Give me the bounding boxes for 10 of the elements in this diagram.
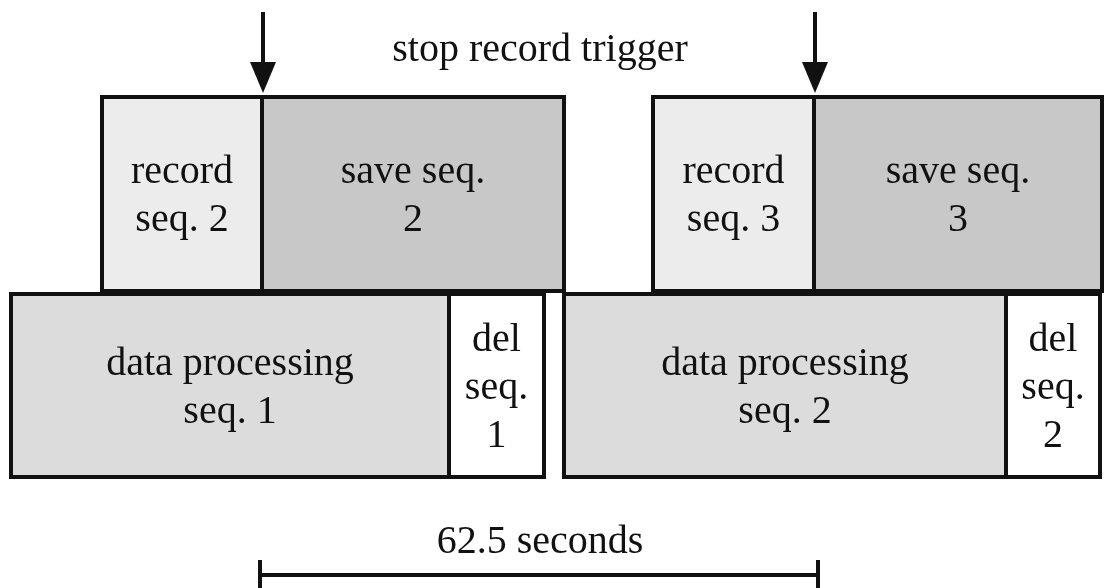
task-label: data processing seq. 2: [660, 337, 910, 434]
task-label: record seq. 3: [681, 146, 786, 242]
task-label: save seq. 3: [884, 146, 1032, 242]
task-label: data processing seq. 1: [105, 337, 355, 434]
trigger-label: stop record trigger: [392, 24, 688, 72]
task-label: save seq. 2: [339, 146, 487, 242]
task-label: record seq. 2: [129, 146, 235, 242]
duration-label: 62.5 seconds: [436, 516, 644, 564]
task-label: del seq. 1: [463, 313, 530, 458]
task-label: del seq. 2: [1020, 313, 1086, 458]
